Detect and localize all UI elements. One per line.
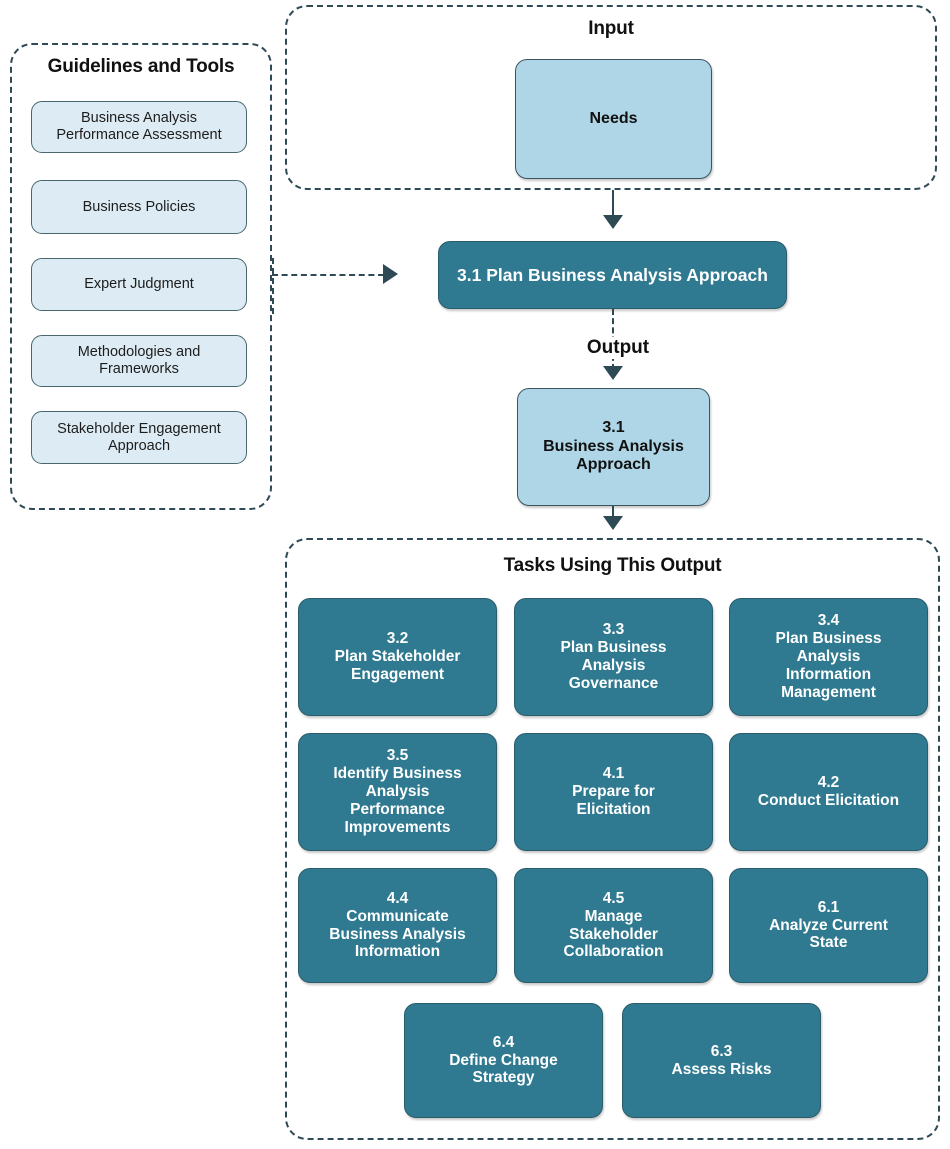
tasks-using-this-output-panel [285, 538, 940, 1140]
task-node-3-2[interactable]: 3.2 Plan Stakeholder Engagement [298, 598, 497, 716]
task-label: Communicate Business Analysis Informatio… [329, 907, 466, 961]
task-label: Identify Business Analysis Performance I… [333, 765, 462, 836]
task-number: 6.4 [492, 1033, 515, 1051]
task-node-3-3[interactable]: 3.3 Plan Business Analysis Governance [514, 598, 713, 716]
process-node-plan-business-analysis-approach[interactable]: 3.1 Plan Business Analysis Approach [438, 241, 787, 309]
task-label: Plan Stakeholder Engagement [334, 648, 461, 683]
task-node-4-5[interactable]: 4.5 Manage Stakeholder Collaboration [514, 868, 713, 983]
arrow-output-to-tasks-icon [603, 516, 623, 530]
task-number: 4.2 [817, 774, 840, 792]
task-number: 4.4 [386, 889, 409, 907]
task-label: Analyze Current State [769, 916, 888, 952]
tool-business-policies[interactable]: Business Policies [31, 180, 247, 234]
task-label: Define Change Strategy [449, 1051, 558, 1087]
tool-label: Business Policies [82, 198, 196, 215]
guidelines-and-tools-panel [10, 43, 272, 510]
output-node-label: Business Analysis Approach [543, 437, 684, 474]
process-node-label: 3.1 Plan Business Analysis Approach [457, 264, 768, 285]
task-node-6-3[interactable]: 6.3 Assess Risks [622, 1003, 821, 1118]
input-panel-title: Input [588, 18, 634, 39]
arrow-process-to-output-icon [603, 366, 623, 380]
arrow-guidelines-to-process-icon [383, 264, 398, 284]
tool-stakeholder-engagement-approach[interactable]: Stakeholder Engagement Approach [31, 411, 247, 464]
task-node-4-1[interactable]: 4.1 Prepare for Elicitation [514, 733, 713, 851]
arrow-input-to-process-icon [603, 215, 623, 229]
input-panel [285, 5, 937, 190]
connector-guidelines-vertical [272, 258, 274, 314]
output-edge-label: Output [552, 337, 684, 359]
tool-methodologies-and-frameworks[interactable]: Methodologies and Frameworks [31, 335, 247, 387]
task-number: 3.3 [602, 621, 625, 639]
connector-output-to-tasks [612, 506, 614, 518]
task-node-6-1[interactable]: 6.1 Analyze Current State [729, 868, 928, 983]
task-node-3-4[interactable]: 3.4 Plan Business Analysis Information M… [729, 598, 928, 716]
task-label: Assess Risks [671, 1060, 772, 1078]
connector-input-to-process [612, 190, 614, 217]
tool-label: Business Analysis Performance Assessment [56, 110, 222, 143]
tool-label: Expert Judgment [84, 276, 194, 293]
output-node-number: 3.1 [602, 419, 625, 437]
task-number: 3.5 [386, 747, 409, 765]
task-label: Plan Business Analysis Information Manag… [775, 630, 882, 701]
task-number: 6.3 [710, 1042, 733, 1060]
input-node-label: Needs [589, 109, 638, 127]
input-node-needs[interactable]: Needs [515, 59, 712, 179]
guidelines-panel-title: Guidelines and Tools [47, 56, 235, 77]
task-label: Plan Business Analysis Governance [560, 639, 667, 692]
tool-expert-judgment[interactable]: Expert Judgment [31, 258, 247, 311]
task-number: 4.1 [602, 765, 625, 783]
task-number: 6.1 [817, 898, 840, 916]
connector-guidelines-horizontal [272, 274, 384, 276]
tool-label: Stakeholder Engagement Approach [57, 420, 221, 454]
task-label: Manage Stakeholder Collaboration [563, 907, 664, 961]
task-node-4-2[interactable]: 4.2 Conduct Elicitation [729, 733, 928, 851]
task-node-4-4[interactable]: 4.4 Communicate Business Analysis Inform… [298, 868, 497, 983]
task-number: 3.4 [817, 612, 840, 630]
tasks-panel-title: Tasks Using This Output [503, 555, 722, 576]
task-number: 3.2 [386, 630, 409, 648]
task-number: 4.5 [602, 889, 625, 907]
tool-business-analysis-performance-assessment[interactable]: Business Analysis Performance Assessment [31, 101, 247, 153]
task-label: Conduct Elicitation [757, 792, 900, 809]
task-node-3-5[interactable]: 3.5 Identify Business Analysis Performan… [298, 733, 497, 851]
tool-label: Methodologies and Frameworks [77, 344, 201, 377]
task-label: Prepare for Elicitation [572, 783, 655, 818]
output-node-business-analysis-approach[interactable]: 3.1 Business Analysis Approach [517, 388, 710, 506]
task-node-6-4[interactable]: 6.4 Define Change Strategy [404, 1003, 603, 1118]
